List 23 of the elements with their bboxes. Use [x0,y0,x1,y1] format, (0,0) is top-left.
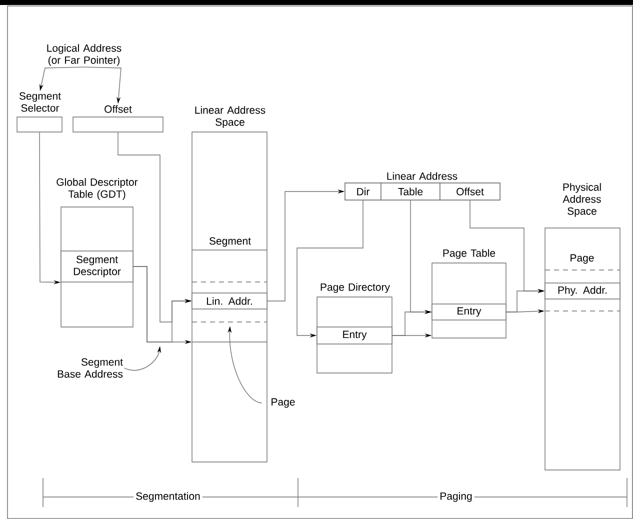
callout-text: Page [272,398,295,408]
heading-text: Segment Selector [19,92,61,112]
heading-text: Page Table [443,249,496,259]
section-label: Segmentation [134,490,202,504]
field-cell: Dir [344,182,382,200]
heading-text: Offset [104,105,132,113]
field-cell: Table [380,182,440,200]
heading-text: Linear Address [387,172,458,180]
heading-text: Linear Address Space [195,106,266,128]
memory-row: Phy. Addr. [544,282,620,300]
heading-text: Global Descriptor Table (GDT) [56,178,138,200]
heading-text: Physical Address Space [562,183,601,217]
callout-text: Segment Base Address [58,358,123,378]
table-row: Entry [432,304,506,320]
region-label: Page [570,254,594,264]
caption-text: Logical Address (or Far Pointer) [47,44,122,66]
heading-text: Page Directory [320,283,390,293]
memory-row: Lin. Addr. [192,292,268,310]
table-row: Segment Descriptor [60,250,134,282]
field-cell: Offset [440,182,500,200]
table-row: Entry [316,326,392,344]
section-label: Paging [438,490,474,504]
region-label: Segment [209,237,251,247]
